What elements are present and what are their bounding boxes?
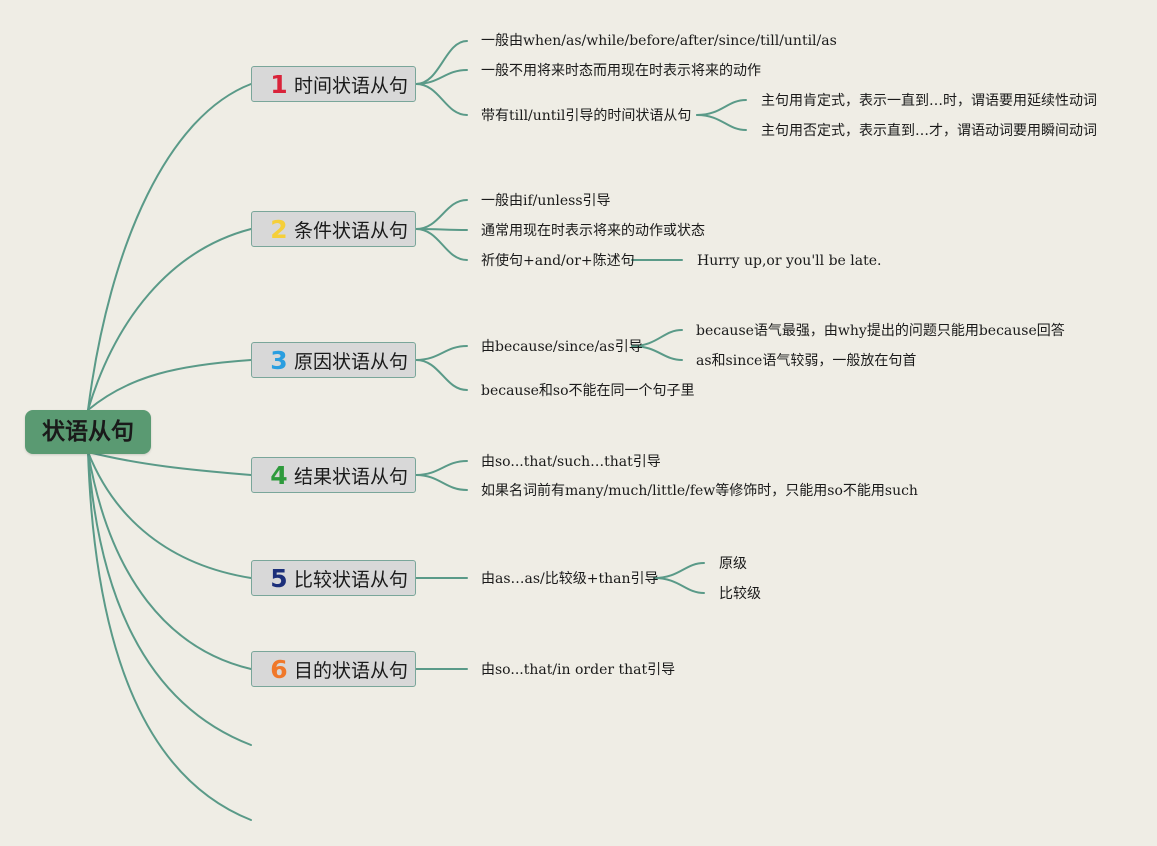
branch-purpose-clause[interactable]: 6 目的状语从句 xyxy=(251,651,416,687)
branch-reason-clause[interactable]: 3 原因状语从句 xyxy=(251,342,416,378)
leaf-time-3[interactable]: 带有till/until引导的时间状语从句 xyxy=(481,108,692,124)
leaf-result-2[interactable]: 如果名词前有many/much/little/few等修饰时，只能用so不能用s… xyxy=(481,483,918,499)
leaf-time-1[interactable]: 一般由when/as/while/before/after/since/till… xyxy=(481,33,837,49)
root-link-6 xyxy=(87,451,252,670)
root-link-5 xyxy=(87,451,252,579)
leaf-condition-1[interactable]: 一般由if/unless引导 xyxy=(481,193,611,209)
leaf-comparison-1[interactable]: 由as…as/比较级+than引导 xyxy=(481,571,659,587)
branch-label: 目的状语从句 xyxy=(294,659,409,682)
number-2-icon: 2 xyxy=(270,214,288,244)
root-link-empty-1 xyxy=(87,451,252,746)
leaf-reason-1-sub-2[interactable]: as和since语气较弱，一般放在句首 xyxy=(696,353,917,369)
root-link-3 xyxy=(87,359,252,411)
leaf-purpose-1[interactable]: 由so...that/in order that引导 xyxy=(481,662,676,678)
b3-link-1 xyxy=(415,345,468,361)
leaf-reason-1-sub-1[interactable]: because语气最强，由why提出的问题只能用because回答 xyxy=(696,323,1065,339)
leaf-condition-3[interactable]: 祈使句+and/or+陈述句 xyxy=(481,253,635,269)
branch-label: 比较状语从句 xyxy=(294,568,409,591)
leaf-comparison-1-sub-1[interactable]: 原级 xyxy=(719,556,747,572)
leaf-condition-3-sub-1[interactable]: Hurry up,or you'll be late. xyxy=(697,253,882,269)
b2-link-3 xyxy=(415,228,468,261)
branch-label: 时间状语从句 xyxy=(294,74,409,97)
number-1-icon: 1 xyxy=(270,69,288,99)
branch-condition-clause[interactable]: 2 条件状语从句 xyxy=(251,211,416,247)
root-link-4 xyxy=(87,451,252,476)
b1-sub-link-2 xyxy=(696,114,747,131)
leaf-time-2[interactable]: 一般不用将来时态而用现在时表示将来的动作 xyxy=(481,63,761,79)
leaf-time-3-sub-2[interactable]: 主句用否定式，表示直到…才，谓语动词要用瞬间动词 xyxy=(761,123,1097,139)
number-4-icon: 4 xyxy=(270,460,288,490)
leaf-result-1[interactable]: 由so...that/such…that引导 xyxy=(481,454,661,470)
b1-sub-link-1 xyxy=(696,99,747,116)
leaf-time-3-sub-1[interactable]: 主句用肯定式，表示一直到…时，谓语要用延续性动词 xyxy=(761,93,1097,109)
number-5-icon: 5 xyxy=(270,563,288,593)
root-link-1 xyxy=(87,83,252,411)
branch-label: 原因状语从句 xyxy=(294,350,409,373)
b4-link-1 xyxy=(415,460,468,476)
b2-link-1 xyxy=(415,199,468,230)
b5-sub-link-1 xyxy=(653,562,705,579)
leaf-condition-2[interactable]: 通常用现在时表示将来的动作或状态 xyxy=(481,223,705,239)
number-6-icon: 6 xyxy=(270,654,288,684)
b5-sub-link-2 xyxy=(653,577,705,594)
branch-label: 条件状语从句 xyxy=(294,219,409,242)
branch-comparison-clause[interactable]: 5 比较状语从句 xyxy=(251,560,416,596)
leaf-reason-2[interactable]: because和so不能在同一个句子里 xyxy=(481,383,695,399)
branch-result-clause[interactable]: 4 结果状语从句 xyxy=(251,457,416,493)
b3-link-2 xyxy=(415,359,468,391)
branch-label: 结果状语从句 xyxy=(294,465,409,488)
root-link-2 xyxy=(87,228,252,411)
root-node[interactable]: 状语从句 xyxy=(25,410,151,454)
b3-sub-link-2 xyxy=(631,345,683,361)
leaf-reason-1[interactable]: 由because/since/as引导 xyxy=(481,339,643,355)
leaf-comparison-1-sub-2[interactable]: 比较级 xyxy=(719,586,761,602)
number-3-icon: 3 xyxy=(270,345,288,375)
b1-link-3 xyxy=(415,83,468,116)
b4-link-2 xyxy=(415,474,468,491)
branch-time-clause[interactable]: 1 时间状语从句 xyxy=(251,66,416,102)
root-link-empty-2 xyxy=(87,451,252,821)
